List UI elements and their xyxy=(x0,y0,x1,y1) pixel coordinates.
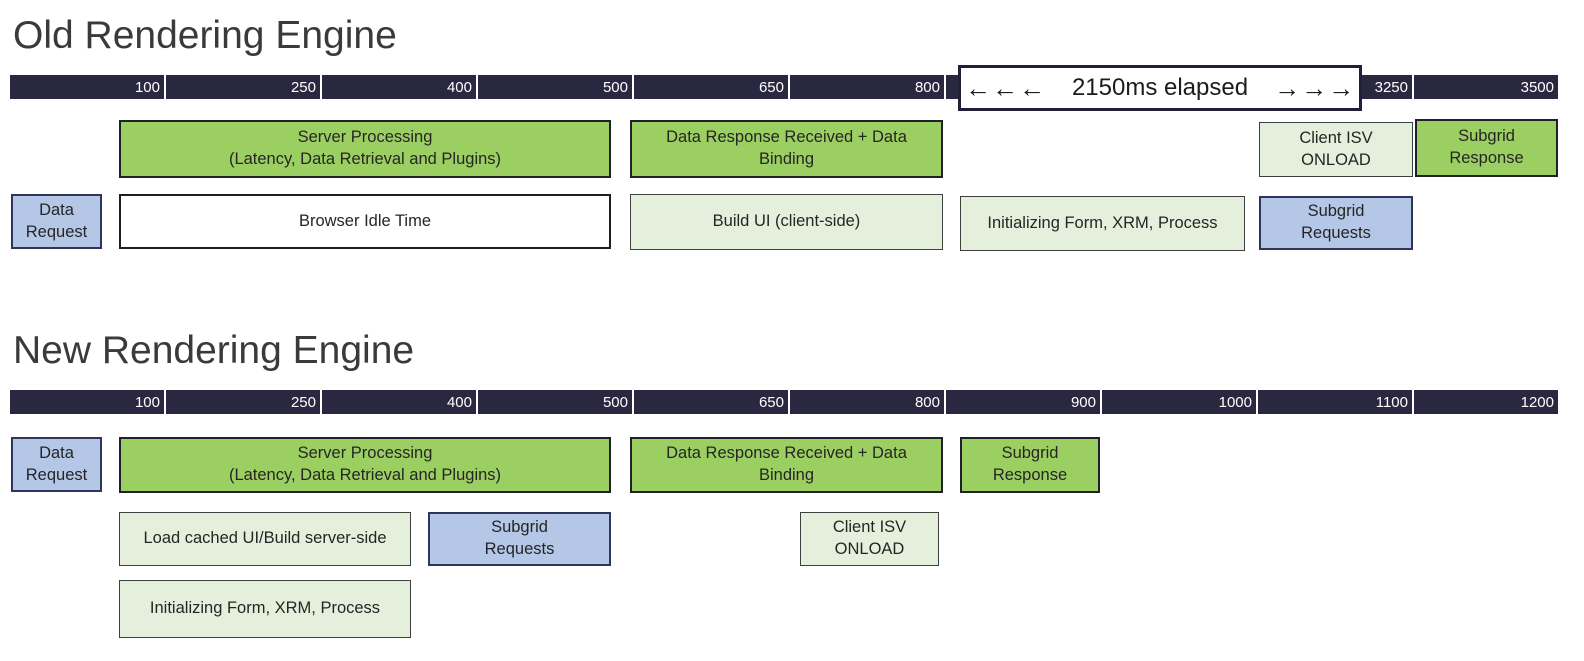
old-timeline-segment: 500 xyxy=(478,75,634,99)
old-box-data-response: Data Response Received + Data Binding xyxy=(630,120,943,178)
tick-label: 100 xyxy=(134,393,160,411)
new-timeline-segment: 900 xyxy=(946,390,1102,414)
old-box-server-processing: Server Processing (Latency, Data Retriev… xyxy=(119,120,611,178)
new-section-title: New Rendering Engine xyxy=(13,329,415,372)
elapsed-time-callout: ←←← 2150ms elapsed →→→ xyxy=(958,65,1362,111)
tick-label: 250 xyxy=(290,78,316,96)
old-timeline-segment: 800 xyxy=(790,75,946,99)
tick-label: 1100 xyxy=(1375,393,1408,411)
tick-label: 650 xyxy=(758,78,784,96)
elapsed-time-label: 2150ms elapsed xyxy=(1071,74,1249,101)
tick-label: 500 xyxy=(602,78,628,96)
tick-label: 800 xyxy=(914,393,940,411)
old-box-subgrid-response: Subgrid Response xyxy=(1415,119,1558,177)
tick-label: 500 xyxy=(602,393,628,411)
tick-label: 400 xyxy=(446,393,472,411)
new-timeline-segment: 400 xyxy=(322,390,478,414)
new-box-client-isv-onload: Client ISV ONLOAD xyxy=(800,512,939,566)
tick-label: 250 xyxy=(290,393,316,411)
tick-label: 650 xyxy=(758,393,784,411)
new-timeline-segment: 100 xyxy=(10,390,166,414)
old-box-subgrid-requests: Subgrid Requests xyxy=(1259,196,1413,250)
old-box-initializing-form: Initializing Form, XRM, Process xyxy=(960,196,1245,251)
old-timeline-segment: 250 xyxy=(166,75,322,99)
tick-label: 900 xyxy=(1070,393,1096,411)
new-box-load-cached-ui: Load cached UI/Build server-side xyxy=(119,512,411,566)
old-box-build-ui: Build UI (client-side) xyxy=(630,194,943,250)
new-box-data-request: Data Request xyxy=(11,437,102,492)
new-timeline-segment: 1100 xyxy=(1258,390,1414,414)
old-timeline-segment: 400 xyxy=(322,75,478,99)
tick-label: 100 xyxy=(134,78,160,96)
tick-label: 800 xyxy=(914,78,940,96)
tick-label: 400 xyxy=(446,78,472,96)
old-section-title: Old Rendering Engine xyxy=(13,14,397,57)
new-timeline-segment: 650 xyxy=(634,390,790,414)
new-box-initializing-form: Initializing Form, XRM, Process xyxy=(119,580,411,638)
old-timeline-segment: 100 xyxy=(10,75,166,99)
new-box-subgrid-response: Subgrid Response xyxy=(960,437,1100,493)
new-timeline-segment: 1200 xyxy=(1414,390,1558,414)
new-timeline-bar: 100 250 400 500 650 800 900 1000 1100 1200 xyxy=(10,390,1558,414)
old-box-browser-idle-time: Browser Idle Time xyxy=(119,194,611,249)
tick-label: 3250 xyxy=(1374,78,1408,96)
old-timeline-segment: 650 xyxy=(634,75,790,99)
old-timeline-segment: 3500 xyxy=(1414,75,1558,99)
new-timeline-segment: 800 xyxy=(790,390,946,414)
new-box-subgrid-requests: Subgrid Requests xyxy=(428,512,611,566)
tick-label: 3500 xyxy=(1520,78,1554,96)
old-box-data-request: Data Request xyxy=(11,194,102,249)
tick-label: 1000 xyxy=(1218,393,1252,411)
new-timeline-segment: 250 xyxy=(166,390,322,414)
right-arrows-icon: →→→ xyxy=(1274,73,1356,103)
new-box-data-response: Data Response Received + Data Binding xyxy=(630,437,943,493)
left-arrows-icon: ←←← xyxy=(964,73,1046,103)
new-timeline-segment: 500 xyxy=(478,390,634,414)
old-box-client-isv-onload: Client ISV ONLOAD xyxy=(1259,122,1413,177)
new-timeline-segment: 1000 xyxy=(1102,390,1258,414)
new-box-server-processing: Server Processing (Latency, Data Retriev… xyxy=(119,437,611,493)
tick-label: 1200 xyxy=(1520,393,1554,411)
